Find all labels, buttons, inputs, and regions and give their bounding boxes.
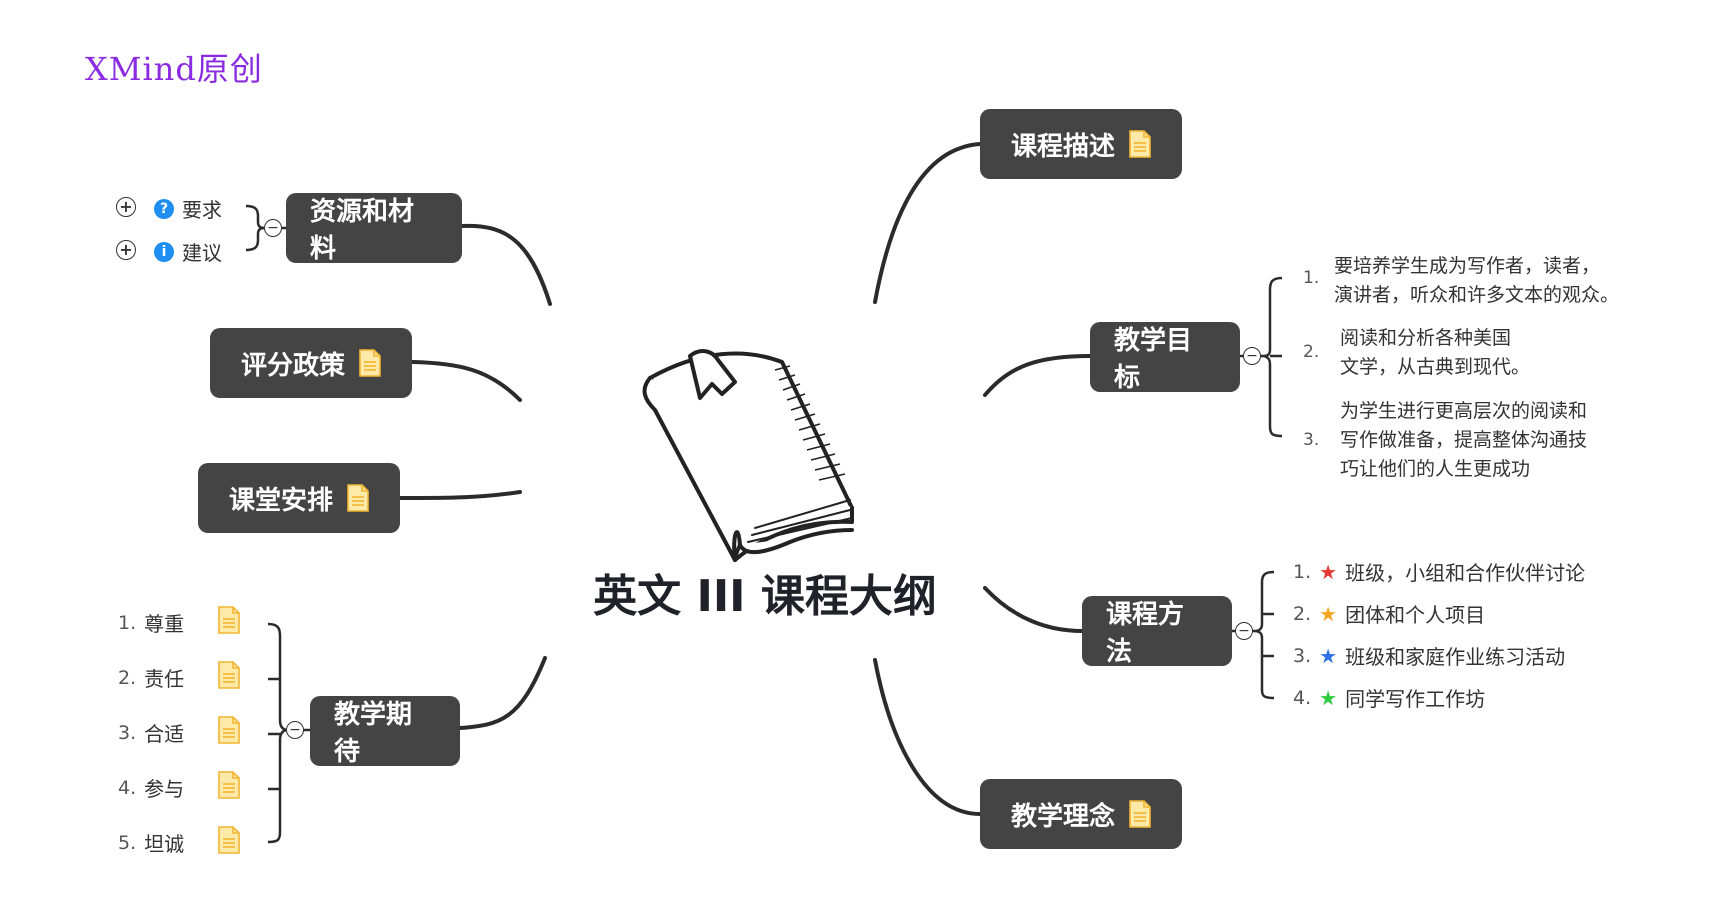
collapse-toggle-expectations[interactable]: − — [286, 721, 304, 739]
info-icon: i — [154, 241, 174, 262]
topic-description-label: 课程描述 — [1010, 131, 1115, 162]
objective-line: 巧让他们的人生更成功 — [1340, 458, 1531, 480]
item-label: 班级，小组和合作伙伴讨论 — [1345, 561, 1586, 585]
objective-item[interactable]: 要培养学生成为写作者，读者， 演讲者，听众和许多文本的观众。 — [1334, 252, 1619, 310]
topic-grading-label: 评分政策 — [240, 350, 345, 381]
item-number: 3. — [1293, 644, 1312, 667]
note-icon[interactable] — [1129, 130, 1151, 158]
connector-schedule — [398, 490, 522, 500]
collapse-toggle-objectives[interactable]: − — [1243, 347, 1261, 365]
connector-methods — [983, 586, 1084, 633]
note-icon[interactable] — [218, 606, 240, 634]
item-label: 班级和家庭作业练习活动 — [1345, 645, 1566, 669]
objective-line: 演讲者，听众和许多文本的观众。 — [1334, 284, 1620, 306]
item-number: 1. — [118, 611, 137, 634]
item-label: 责任 — [144, 667, 185, 691]
topic-schedule-label: 课堂安排 — [228, 485, 333, 516]
star-icon: ★ — [1319, 685, 1338, 710]
objective-number: 3. — [1303, 430, 1320, 450]
connector-expectations — [458, 656, 547, 730]
subtopic-appropriate[interactable]: 3. 合适 — [118, 718, 184, 747]
star-icon: ★ — [1319, 643, 1338, 668]
topic-expectations-label: 教学期待 — [334, 700, 413, 767]
objective-item[interactable]: 阅读和分析各种美国 文学，从古典到现代。 — [1340, 324, 1530, 382]
item-number: 2. — [118, 666, 137, 689]
subtopic-participation[interactable]: 4. 参与 — [118, 773, 184, 802]
item-number: 4. — [1293, 686, 1312, 709]
objective-line: 写作做准备，提高整体沟通技 — [1340, 429, 1588, 451]
item-label: 尊重 — [144, 612, 185, 636]
objective-number: 1. — [1303, 268, 1320, 288]
item-number: 2. — [1293, 602, 1312, 625]
bracket-resources — [245, 204, 267, 252]
connector-grading — [410, 360, 522, 402]
objective-item[interactable]: 为学生进行更高层次的阅读和 写作做准备，提高整体沟通技 巧让他们的人生更成功 — [1340, 397, 1587, 484]
collapse-toggle-resources[interactable]: − — [264, 219, 282, 237]
item-label: 同学写作工作坊 — [1345, 687, 1486, 711]
central-topic-title[interactable]: 英文 III 课程大纲 — [593, 571, 937, 622]
item-number: 5. — [118, 831, 137, 854]
objective-line: 要培养学生成为写作者，读者， — [1334, 255, 1601, 277]
collapse-toggle-methods[interactable]: − — [1235, 622, 1253, 640]
topic-philosophy-label: 教学理念 — [1010, 801, 1115, 832]
objective-line: 阅读和分析各种美国 — [1340, 327, 1512, 349]
question-icon: ? — [154, 198, 174, 219]
note-icon[interactable] — [218, 716, 240, 744]
watermark: XMind原创 — [85, 50, 263, 88]
method-item-workshop[interactable]: 4. ★ 同学写作工作坊 — [1293, 683, 1485, 712]
method-item-homework[interactable]: 3. ★ 班级和家庭作业练习活动 — [1293, 641, 1565, 670]
book-page-lines — [774, 365, 846, 481]
bracket-methods — [1253, 570, 1275, 700]
item-label: 坦诚 — [144, 832, 185, 856]
subtopic-suggestions-label: 建议 — [182, 241, 222, 265]
book-illustration — [642, 349, 854, 562]
topic-resources[interactable]: 资源和材料 — [286, 193, 462, 264]
topic-objectives-label: 教学目标 — [1114, 326, 1193, 393]
topic-methods[interactable]: 课程方法 — [1082, 596, 1232, 667]
topic-grading[interactable]: 评分政策 — [210, 328, 412, 398]
item-number: 3. — [118, 721, 137, 744]
note-icon[interactable] — [1129, 800, 1151, 828]
note-icon[interactable] — [218, 771, 240, 799]
subtopic-requirements[interactable]: ? 要求 — [154, 194, 222, 223]
connector-resources — [460, 223, 552, 306]
topic-schedule[interactable]: 课堂安排 — [198, 463, 400, 533]
method-item-discussion[interactable]: 1. ★ 班级，小组和合作伙伴讨论 — [1293, 557, 1585, 586]
item-label: 参与 — [144, 777, 185, 801]
expand-toggle-suggestions[interactable]: + — [116, 240, 136, 260]
subtopic-responsibility[interactable]: 2. 责任 — [118, 663, 184, 692]
objective-line: 文学，从古典到现代。 — [1340, 356, 1531, 378]
topic-methods-label: 课程方法 — [1106, 600, 1185, 667]
expand-toggle-requirements[interactable]: + — [116, 197, 136, 217]
subtopic-honesty[interactable]: 5. 坦诚 — [118, 828, 184, 857]
topic-philosophy[interactable]: 教学理念 — [980, 779, 1182, 849]
method-item-projects[interactable]: 2. ★ 团体和个人项目 — [1293, 599, 1485, 628]
note-icon[interactable] — [218, 826, 240, 854]
subtopic-suggestions[interactable]: i 建议 — [154, 237, 222, 266]
item-label: 团体和个人项目 — [1345, 603, 1486, 627]
subtopic-respect[interactable]: 1. 尊重 — [118, 608, 184, 637]
star-icon: ★ — [1319, 559, 1338, 584]
topic-description[interactable]: 课程描述 — [980, 109, 1182, 179]
objective-number: 2. — [1303, 342, 1320, 362]
star-icon: ★ — [1319, 601, 1338, 626]
item-number: 1. — [1293, 560, 1312, 583]
connector-description — [873, 142, 982, 304]
connector-objectives — [983, 354, 1092, 397]
note-icon[interactable] — [359, 349, 381, 377]
topic-expectations[interactable]: 教学期待 — [310, 696, 460, 767]
note-icon[interactable] — [347, 484, 369, 512]
connector-philosophy — [873, 658, 982, 816]
item-number: 4. — [118, 776, 137, 799]
item-label: 合适 — [144, 722, 185, 746]
subtopic-requirements-label: 要求 — [182, 198, 222, 222]
objective-line: 为学生进行更高层次的阅读和 — [1340, 400, 1588, 422]
topic-resources-label: 资源和材料 — [310, 197, 415, 264]
note-icon[interactable] — [218, 661, 240, 689]
topic-objectives[interactable]: 教学目标 — [1090, 322, 1240, 393]
